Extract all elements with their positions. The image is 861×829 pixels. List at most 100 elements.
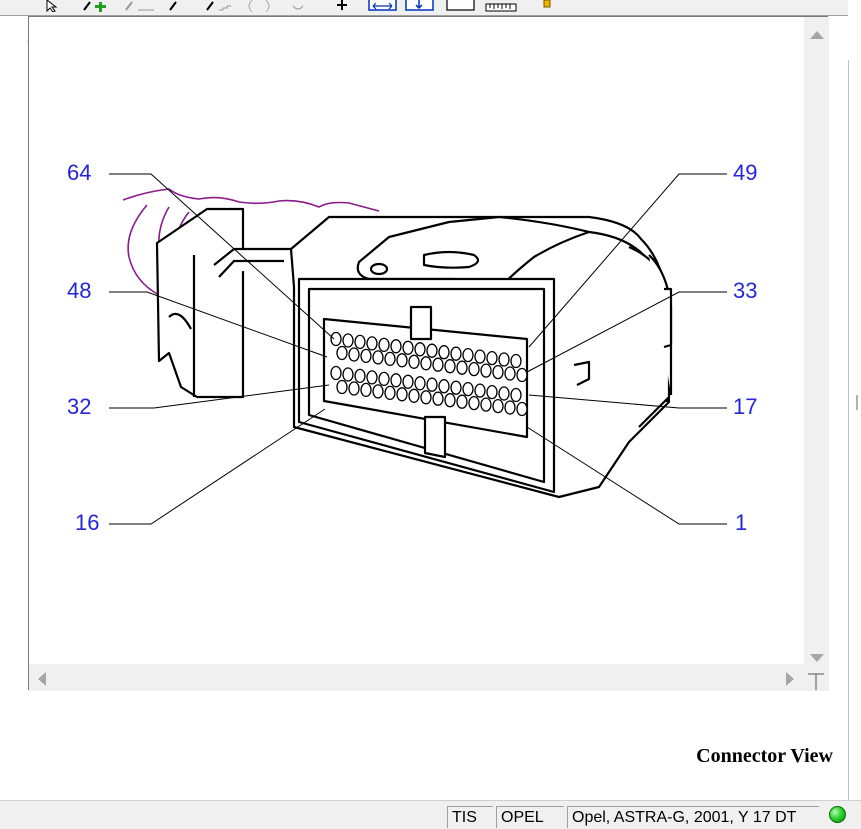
pin-terminal: [330, 365, 342, 381]
leader-33: [526, 291, 727, 373]
pin-label-49: 49: [733, 160, 758, 185]
pin-terminal: [426, 343, 438, 358]
pin-terminal: [414, 342, 426, 357]
pin-terminal: [354, 368, 366, 384]
pin-label-17: 17: [733, 394, 758, 419]
pin-label-48: 48: [67, 278, 92, 303]
pin-terminal: [360, 348, 372, 364]
scroll-left-icon[interactable]: [37, 672, 47, 691]
fit-height-icon[interactable]: [405, 0, 435, 12]
pin-terminal: [372, 350, 384, 365]
status-vehicle: Opel, ASTRA-G, 2001, Y 17 DT: [567, 806, 819, 828]
vertical-scrollbar[interactable]: [804, 17, 829, 664]
select-arrow-icon[interactable]: [44, 0, 58, 12]
pin-terminal: [330, 331, 342, 347]
pin-label-64: 64: [67, 160, 92, 185]
leader-64: [109, 173, 335, 340]
fit-width-icon[interactable]: [368, 0, 398, 12]
pin-terminal: [372, 384, 384, 399]
scroll-right-icon[interactable]: [785, 672, 795, 691]
pin-terminal: [438, 345, 450, 360]
connector-drawing: [109, 173, 727, 525]
diagram-viewer: 64 48 32 16 49 33 17 1: [28, 16, 829, 691]
pin-terminal: [384, 385, 396, 401]
pin-terminal: [462, 381, 474, 397]
pin-terminal: [390, 373, 402, 388]
status-app: TIS: [447, 806, 493, 828]
leader-lines: [109, 173, 727, 525]
pin-terminal: [366, 336, 378, 351]
pin-terminal: [414, 376, 426, 391]
scroll-up-icon[interactable]: [810, 27, 824, 45]
pin-terminal: [510, 387, 522, 403]
line-tool-icon[interactable]: [124, 0, 158, 12]
pin-terminal: [360, 382, 372, 398]
pin-terminal: [342, 367, 354, 382]
pin-terminal: [402, 374, 414, 389]
pin-terminal: [396, 387, 408, 402]
pin-terminal: [366, 370, 378, 385]
pin-label-1: 1: [735, 510, 748, 535]
ruler-icon[interactable]: [485, 0, 519, 12]
pin-terminal: [432, 391, 444, 406]
diagram-canvas[interactable]: 64 48 32 16 49 33 17 1: [29, 17, 804, 664]
pin-terminal: [492, 398, 504, 414]
pin-terminal: [402, 340, 414, 355]
step-icon[interactable]: [205, 0, 239, 12]
pin-terminal: [474, 383, 486, 398]
pin-terminal: [462, 347, 474, 363]
pin-terminal: [438, 379, 450, 394]
pin-terminal: [504, 366, 516, 381]
horizontal-scrollbar[interactable]: [29, 664, 804, 691]
rotate-icon[interactable]: [290, 0, 306, 12]
scrollbar-corner: [804, 664, 829, 691]
pin-terminal: [492, 364, 504, 380]
lock-icon[interactable]: [540, 0, 556, 12]
diagram-title: Connector View: [696, 745, 833, 767]
pin-terminal: [336, 379, 348, 395]
pin-terminal: [348, 381, 360, 396]
pin-terminal: [420, 356, 432, 371]
pin-grid: [330, 331, 528, 417]
pin-terminal: [336, 345, 348, 361]
pin-terminal: [480, 397, 492, 412]
pin-terminal: [408, 354, 420, 369]
leader-32: [109, 384, 330, 409]
add-point-icon[interactable]: [82, 0, 116, 12]
toolbar: [0, 0, 861, 16]
pin-terminal: [456, 360, 468, 375]
pin-terminal: [486, 350, 498, 366]
pin-terminal: [378, 371, 390, 387]
pin-terminal: [468, 395, 480, 411]
pin-terminal: [426, 377, 438, 392]
pin-terminal: [504, 400, 516, 415]
pin-terminal: [444, 359, 456, 374]
pin-terminal: [348, 347, 360, 362]
pin-terminal: [342, 333, 354, 348]
curve-icon[interactable]: [246, 0, 274, 12]
scroll-down-icon[interactable]: [810, 650, 824, 668]
pin-terminal: [444, 393, 456, 408]
pin-terminal: [420, 390, 432, 405]
pin-terminal: [498, 386, 510, 401]
pin-terminal: [474, 349, 486, 364]
pin-terminal: [450, 380, 462, 395]
pin-terminal: [390, 339, 402, 354]
blank-page-icon[interactable]: [446, 0, 476, 12]
pointer-icon[interactable]: [168, 0, 184, 12]
plus-icon[interactable]: [334, 0, 350, 12]
leader-16: [109, 408, 326, 525]
leader-17: [528, 394, 727, 409]
leader-1: [526, 426, 727, 525]
pin-terminal: [468, 361, 480, 377]
pin-terminal: [480, 363, 492, 378]
pin-terminal: [450, 346, 462, 361]
pin-terminal: [510, 353, 522, 369]
pin-terminal: [408, 388, 420, 403]
status-bar: TIS OPEL Opel, ASTRA-G, 2001, Y 17 DT: [0, 800, 861, 829]
pin-terminal: [432, 357, 444, 372]
pin-terminal: [396, 353, 408, 368]
pin-terminal: [378, 337, 390, 353]
pin-terminal: [354, 334, 366, 350]
right-margin: [848, 0, 861, 800]
